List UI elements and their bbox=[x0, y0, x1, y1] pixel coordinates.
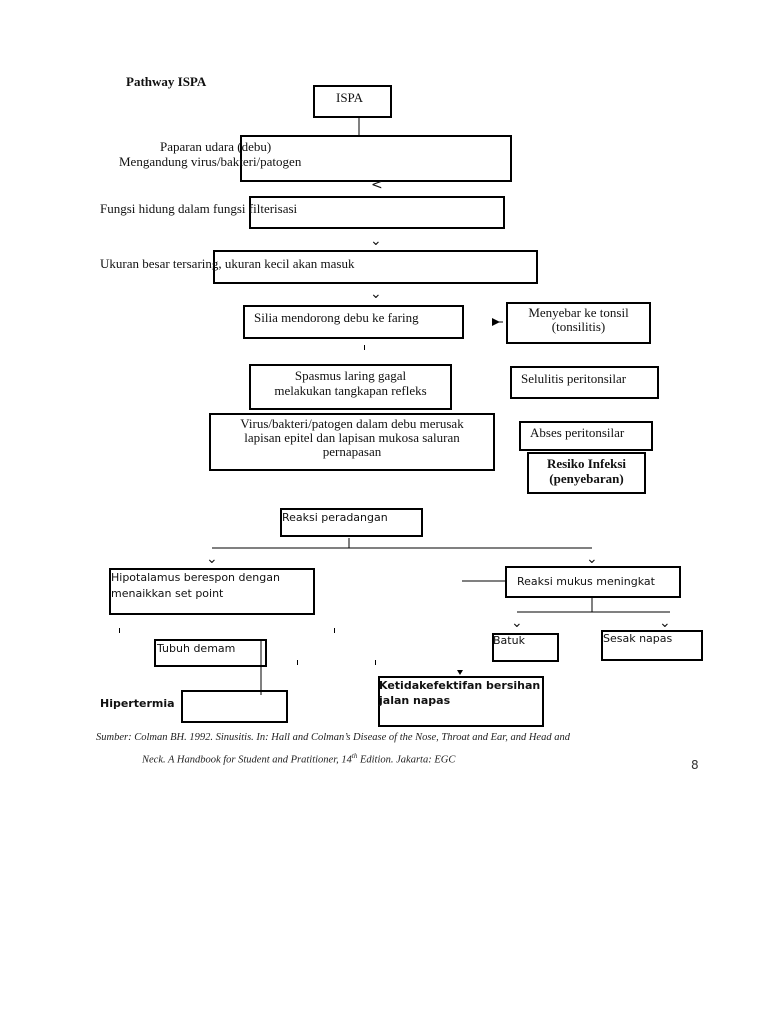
virus-box bbox=[209, 413, 495, 471]
arrow-down-icon: ⌄ bbox=[370, 286, 382, 302]
source-superscript: th bbox=[351, 752, 358, 760]
reaksi-peradangan-label: Reaksi peradangan bbox=[282, 511, 388, 524]
hipotalamus-box bbox=[109, 568, 315, 615]
silia-label: Silia mendorong debu ke faring bbox=[254, 310, 419, 325]
ispa-box bbox=[313, 85, 392, 118]
paparan-box bbox=[240, 135, 512, 182]
tick-mark bbox=[334, 628, 335, 633]
ukuran-box bbox=[213, 250, 538, 284]
source-line-2: Neck. A Handbook for Student and Pratiti… bbox=[142, 752, 455, 766]
hipotalamus-label-1: Hipotalamus berespon dengan bbox=[111, 571, 280, 584]
fungsi-label: Fungsi hidung dalam fungsi filterisasi bbox=[100, 201, 298, 216]
ketidakefektifan-label-2: jalan napas bbox=[379, 694, 451, 707]
virus-label-2: lapisan epitel dan lapisan mukosa salura… bbox=[244, 430, 460, 445]
paparan-label-2: Mengandung virus/bakteri/patogen bbox=[119, 154, 302, 169]
spasmus-label-1: Spasmus laring gagal bbox=[294, 368, 407, 383]
ketidakefektifan-box bbox=[378, 676, 544, 727]
tick-mark bbox=[364, 345, 365, 350]
hipertermia-box bbox=[181, 690, 288, 723]
virus-label-1: Virus/bakteri/patogen dalam debu merusak bbox=[240, 416, 464, 431]
paparan-label-1: Paparan udara (debu) bbox=[160, 139, 272, 154]
batuk-label: Batuk bbox=[493, 634, 525, 647]
resiko-label-2: (penyebaran) bbox=[549, 471, 624, 486]
tick-mark bbox=[297, 660, 298, 665]
spasmus-box bbox=[249, 364, 452, 410]
spasmus-label-2: melakukan tangkapan refleks bbox=[274, 383, 427, 398]
tubuh-demam-box bbox=[154, 639, 267, 667]
abses-box bbox=[519, 421, 653, 451]
reaksi-mukus-box bbox=[505, 566, 681, 598]
hipotalamus-label-2: menaikkan set point bbox=[111, 587, 224, 600]
source-line-1: Sumber: Colman BH. 1992. Sinusitis. In: … bbox=[96, 732, 570, 743]
fungsi-box bbox=[249, 196, 505, 229]
source-line-2-text: Neck. A Handbook for Student and Pratiti… bbox=[142, 754, 352, 766]
tick-mark bbox=[119, 628, 120, 633]
reaksi-peradangan-box bbox=[280, 508, 423, 537]
selulitis-label: Selulitis peritonsilar bbox=[521, 371, 627, 386]
tubuh-demam-label: Tubuh demam bbox=[157, 642, 236, 655]
arrow-left-icon: < bbox=[371, 177, 383, 193]
abses-label: Abses peritonsilar bbox=[530, 425, 625, 440]
silia-box bbox=[243, 305, 464, 339]
batuk-box bbox=[492, 633, 559, 662]
page-title: Pathway ISPA bbox=[126, 74, 207, 89]
arrow-down-icon: ⌄ bbox=[511, 615, 523, 631]
ispa-label: ISPA bbox=[336, 90, 363, 105]
menyebar-box bbox=[506, 302, 651, 344]
menyebar-label-2: (tonsilitis) bbox=[551, 319, 606, 334]
arrow-down-icon: ⌄ bbox=[370, 233, 382, 249]
arrow-down-icon: ⌄ bbox=[659, 615, 671, 631]
selulitis-box bbox=[510, 366, 659, 399]
arrow-down-icon: ⌄ bbox=[586, 551, 598, 567]
ukuran-label: Ukuran besar tersaring, ukuran kecil aka… bbox=[100, 256, 355, 271]
sesak-napas-box bbox=[601, 630, 703, 661]
tick-mark bbox=[375, 660, 376, 665]
source-line-2-end: Edition. Jakarta: EGC bbox=[357, 754, 456, 766]
resiko-box bbox=[527, 452, 646, 494]
ketidakefektifan-label-1: Ketidakefektifan bersihan bbox=[379, 679, 541, 692]
page-number: 8 bbox=[691, 758, 699, 772]
sesak-napas-label: Sesak napas bbox=[603, 632, 673, 645]
reaksi-mukus-label: Reaksi mukus meningkat bbox=[517, 575, 655, 588]
hipertermia-label: Hipertermia bbox=[100, 697, 175, 710]
resiko-label-1: Resiko Infeksi bbox=[546, 456, 627, 471]
menyebar-label-1: Menyebar ke tonsil bbox=[528, 305, 629, 320]
virus-label-3: pernapasan bbox=[322, 444, 382, 459]
arrow-down-icon: ⌄ bbox=[206, 551, 218, 567]
